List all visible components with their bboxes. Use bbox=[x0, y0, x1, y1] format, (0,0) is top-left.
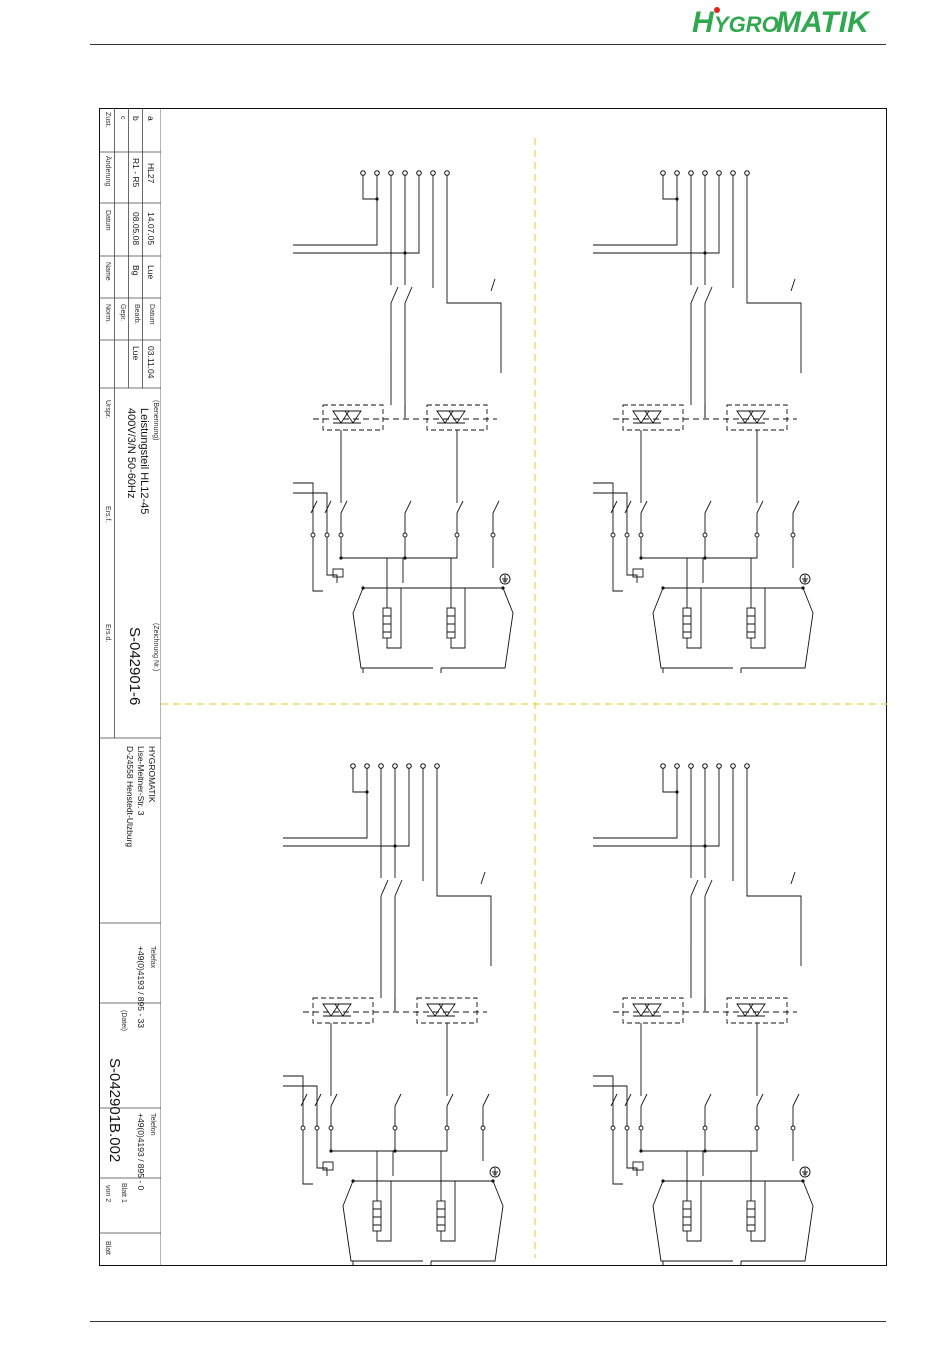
schematic-variant-2 bbox=[592, 170, 814, 674]
replaced-by-label: Ers.d. bbox=[104, 624, 111, 643]
rev-name-header: Name bbox=[104, 262, 111, 281]
schematic-variant-3 bbox=[282, 763, 504, 1266]
logo-suffix: MATIK bbox=[776, 6, 871, 39]
rev-name-b: Bg bbox=[131, 265, 141, 276]
approval-edited-by: Lue bbox=[131, 346, 141, 361]
approval-edited-label: Bearb. bbox=[133, 304, 140, 325]
schematic-variant-4 bbox=[592, 763, 814, 1266]
rev-date-b: 08.05.08 bbox=[131, 212, 141, 246]
rev-change-b: R1 - R5 bbox=[131, 158, 141, 188]
phone-number: +49(0)4193 / 895 - 0 bbox=[136, 1113, 146, 1191]
title-block: Zust. c b a Änderung R1 - R5 HL27 Datum … bbox=[99, 108, 161, 1266]
approval-checked-label: Gepr. bbox=[119, 304, 126, 322]
footer-rule bbox=[90, 1321, 886, 1322]
sheet-label: Blatt bbox=[104, 1241, 111, 1256]
schematic-drawing bbox=[161, 138, 887, 1266]
rev-change-header: Änderung bbox=[104, 156, 111, 187]
logo-prefix: H bbox=[692, 6, 715, 39]
fax-label: Telefax bbox=[149, 946, 156, 969]
rev-index-header: Zust. bbox=[104, 112, 111, 128]
logo-dot-icon bbox=[714, 7, 720, 13]
rev-index-c: c bbox=[119, 116, 126, 120]
company-name: HYGROMATIK bbox=[147, 746, 157, 803]
origin-label: Urspr. bbox=[104, 400, 111, 419]
drawing-no: S-042901-6 bbox=[126, 627, 143, 706]
file-name: S-042901B.002 bbox=[106, 1058, 123, 1163]
sheet-number: Blatt 1 bbox=[120, 1183, 127, 1203]
replaces-label: Ers.f. bbox=[104, 506, 111, 523]
company-street: Lise-Meitner-Str. 3 bbox=[136, 746, 146, 816]
rev-name-a: Lue bbox=[146, 265, 156, 280]
approval-date-label: Datum bbox=[148, 304, 155, 325]
sheet-total: von 2 bbox=[104, 1185, 111, 1203]
approval-norm-label: Norm. bbox=[104, 304, 111, 324]
rev-date-header: Datum bbox=[104, 210, 111, 231]
logo-middle: YGRO bbox=[714, 12, 779, 37]
company-city: D-24558 Henstedt-Ulzburg bbox=[125, 746, 135, 848]
file-label: (Datei) bbox=[120, 1010, 127, 1032]
designation-label: (Benennung) bbox=[152, 400, 159, 441]
drawing-sheet bbox=[99, 108, 887, 1266]
approval-date: 03.11.04 bbox=[146, 346, 156, 379]
rev-change-a: HL27 bbox=[146, 163, 156, 184]
fax-number: +49(0)4193 / 895 - 33 bbox=[136, 946, 146, 1028]
phone-label: Telefon bbox=[149, 1113, 156, 1136]
rev-date-a: 14.07.05 bbox=[146, 212, 156, 246]
drawing-no-label: (Zeichnung Nr.) bbox=[152, 623, 159, 672]
rev-index-a: a bbox=[146, 116, 156, 121]
title-block-grid bbox=[99, 108, 161, 1266]
schematic-variant-1 bbox=[292, 170, 514, 674]
hygromatik-logo: H YGRO MATIK bbox=[692, 6, 871, 39]
designation-line1: Leistungsteil HL12-45 bbox=[138, 408, 150, 515]
header-rule bbox=[90, 44, 886, 45]
designation-line2: 400V/3/N 50-60Hz bbox=[125, 408, 137, 499]
rev-index-b: b bbox=[131, 116, 141, 121]
